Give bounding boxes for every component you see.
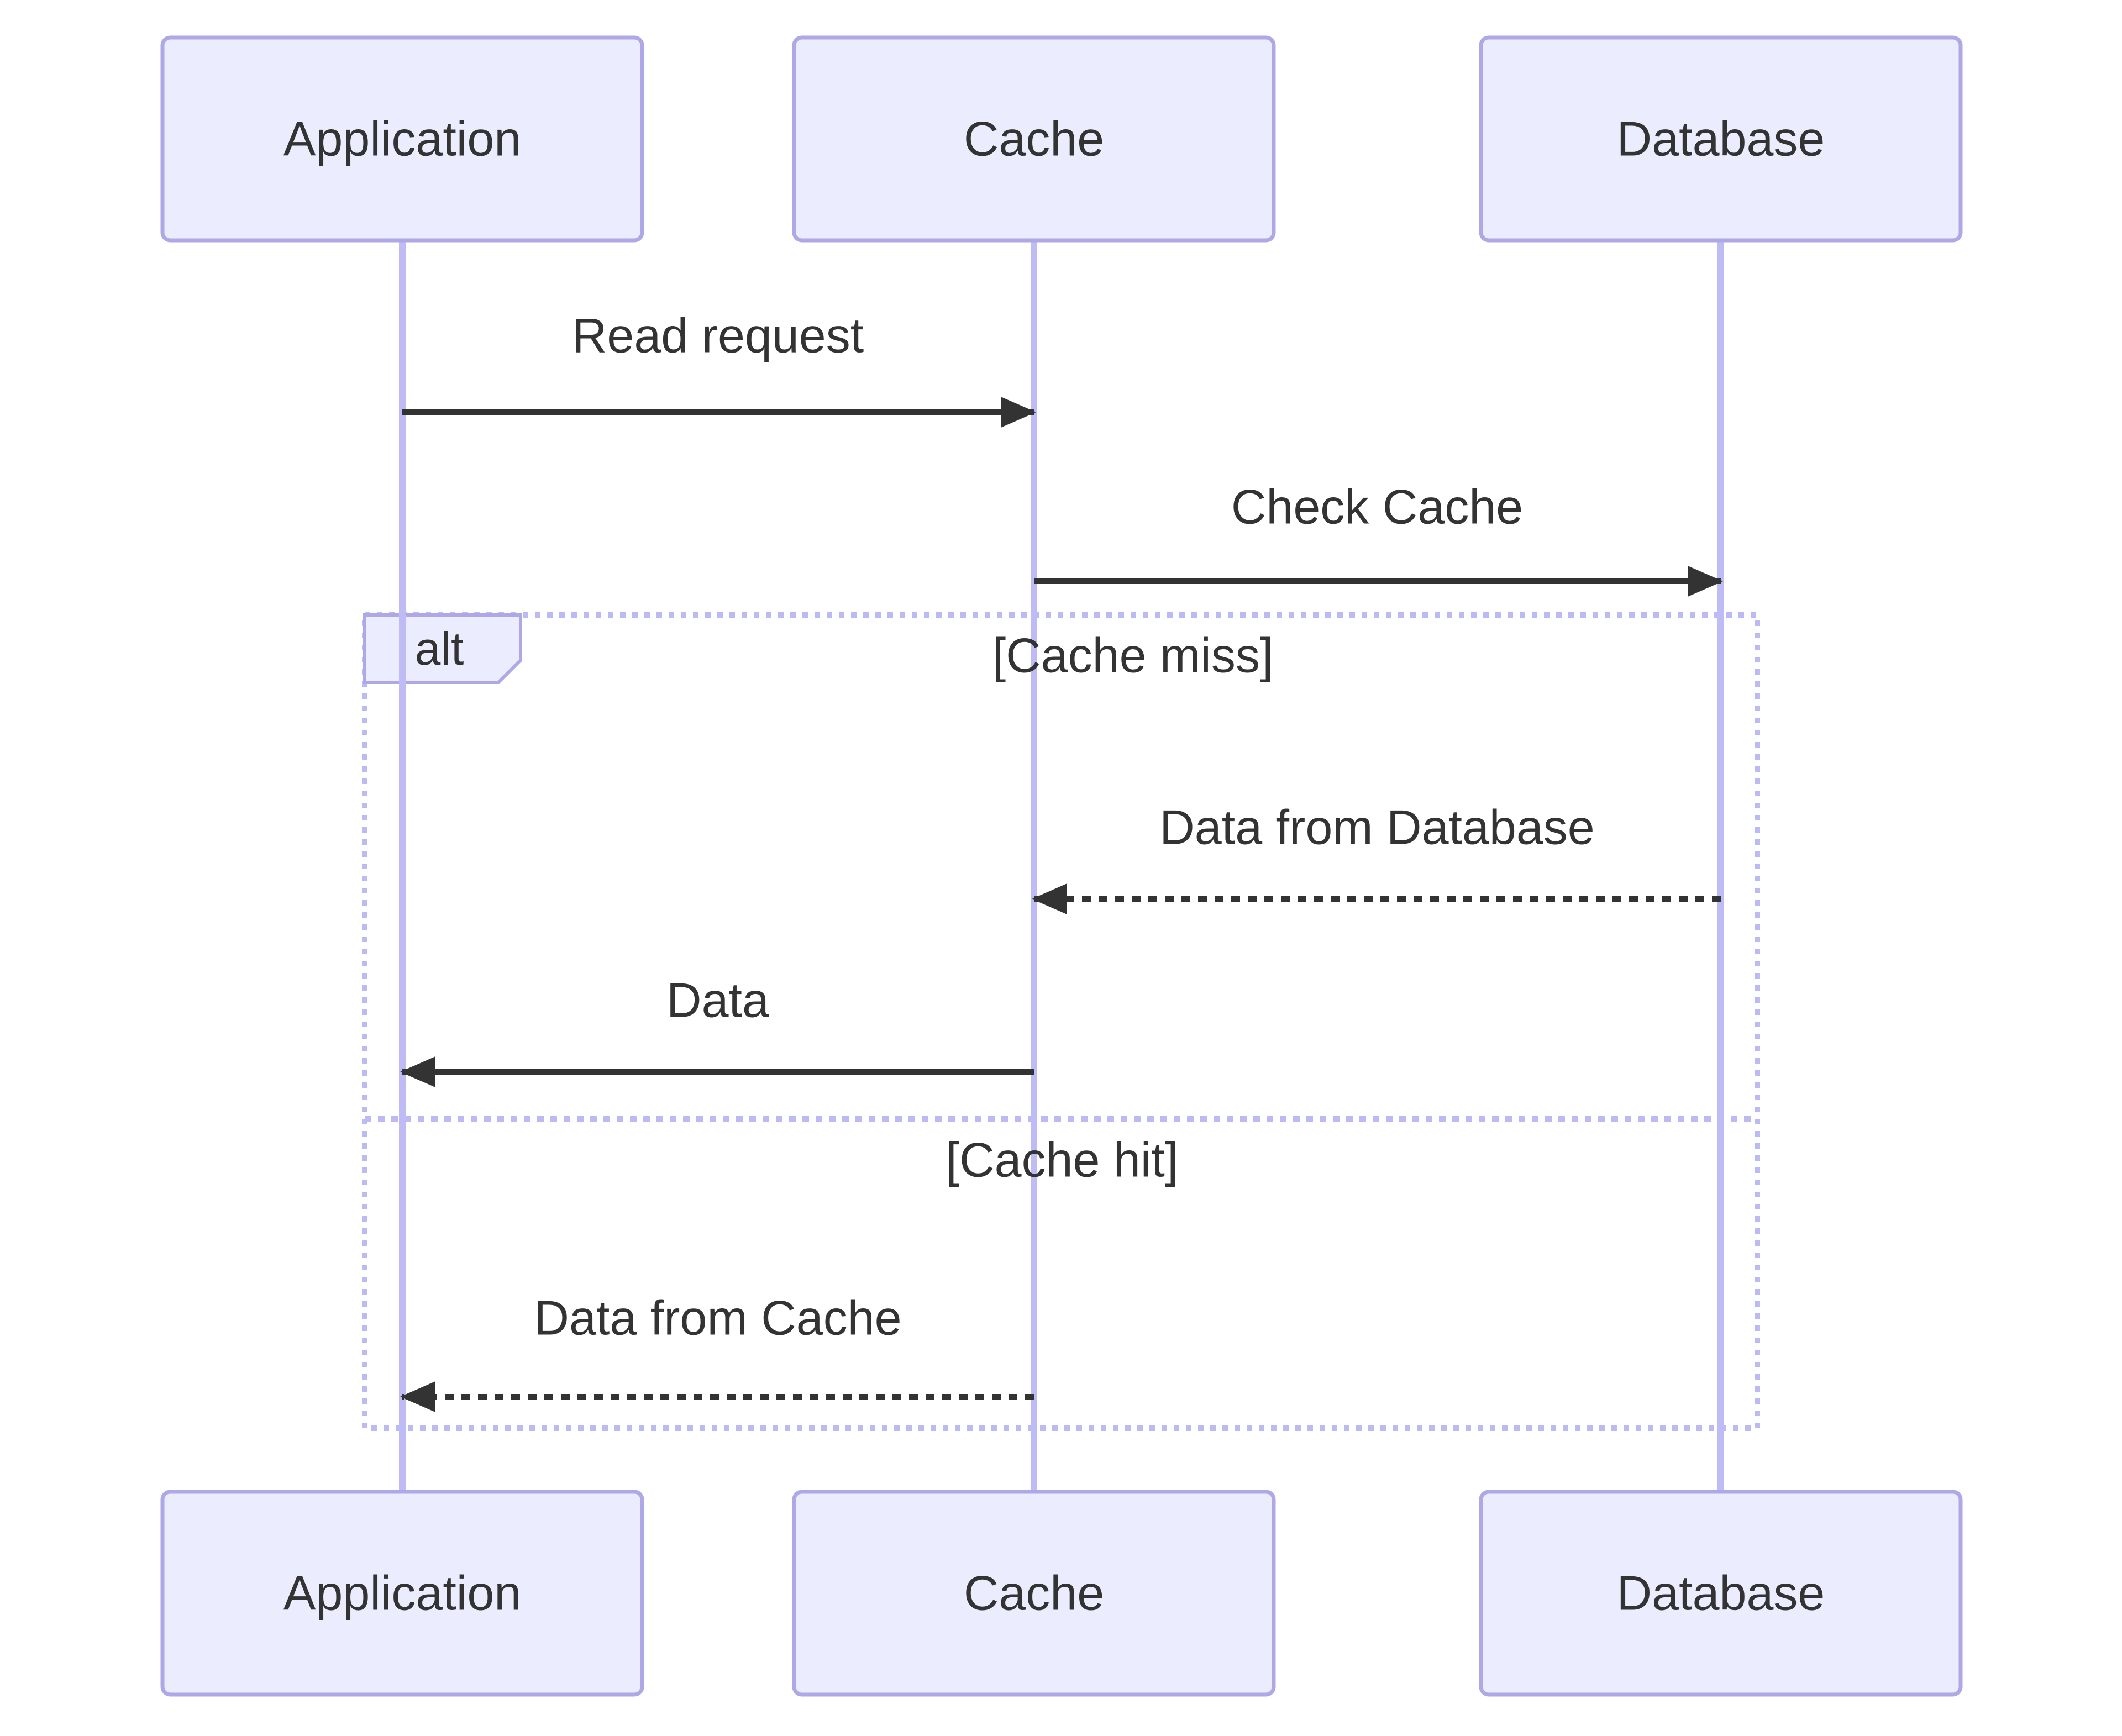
actor-box-application-top (160, 35, 644, 243)
alt-operator-label: alt (415, 623, 464, 675)
label-data-from-database: Data from Database (1159, 800, 1595, 855)
label-read-request: Read request (572, 308, 864, 363)
actor-box-application-bottom (160, 1490, 644, 1697)
actor-box-database-top (1479, 35, 1963, 243)
actor-label-cache-top: Cache (964, 112, 1104, 166)
actor-label-database-bottom: Database (1617, 1566, 1825, 1621)
condition-cache-hit: [Cache hit] (946, 1133, 1179, 1187)
condition-cache-miss: [Cache miss] (992, 628, 1274, 683)
actor-label-application-top: Application (283, 112, 522, 166)
alt-frame (362, 612, 1760, 1431)
actor-label-database-top: Database (1617, 112, 1825, 166)
actor-label-cache-bottom: Cache (964, 1566, 1104, 1621)
actor-box-cache-top (792, 35, 1276, 243)
actor-label-application-bottom: Application (283, 1566, 522, 1621)
label-data: Data (666, 973, 769, 1028)
actor-box-database-bottom (1479, 1490, 1963, 1697)
label-check-cache: Check Cache (1231, 480, 1523, 534)
label-data-from-cache: Data from Cache (534, 1291, 901, 1345)
actor-box-cache-bottom (792, 1490, 1276, 1697)
